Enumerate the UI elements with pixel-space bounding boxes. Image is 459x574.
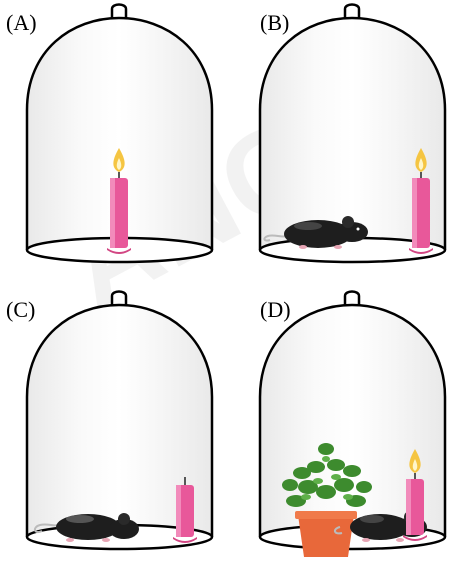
candle <box>173 477 197 543</box>
panel-label-b: (B) <box>260 12 289 34</box>
bell-jar-d-drawing <box>230 287 459 574</box>
bell-jar-c-drawing <box>0 287 229 574</box>
bell-jar-a-drawing <box>0 0 229 287</box>
bell-jar-b-drawing <box>230 0 459 287</box>
panel-label-a: (A) <box>6 12 37 34</box>
bell-jar-panel-a: (A) <box>0 0 229 287</box>
panel-label-c: (C) <box>6 299 35 321</box>
panel-label-d: (D) <box>260 299 291 321</box>
flower-pot <box>298 515 354 557</box>
jar-hook <box>345 5 359 19</box>
jar-hook <box>112 5 126 19</box>
jar-hook <box>112 292 126 306</box>
jar-hook <box>345 292 359 306</box>
bell-jar-panel-d: (D) <box>230 287 459 574</box>
bell-jar-panel-b: (B) <box>230 0 459 287</box>
bell-jar-panel-c: (C) <box>0 287 229 574</box>
